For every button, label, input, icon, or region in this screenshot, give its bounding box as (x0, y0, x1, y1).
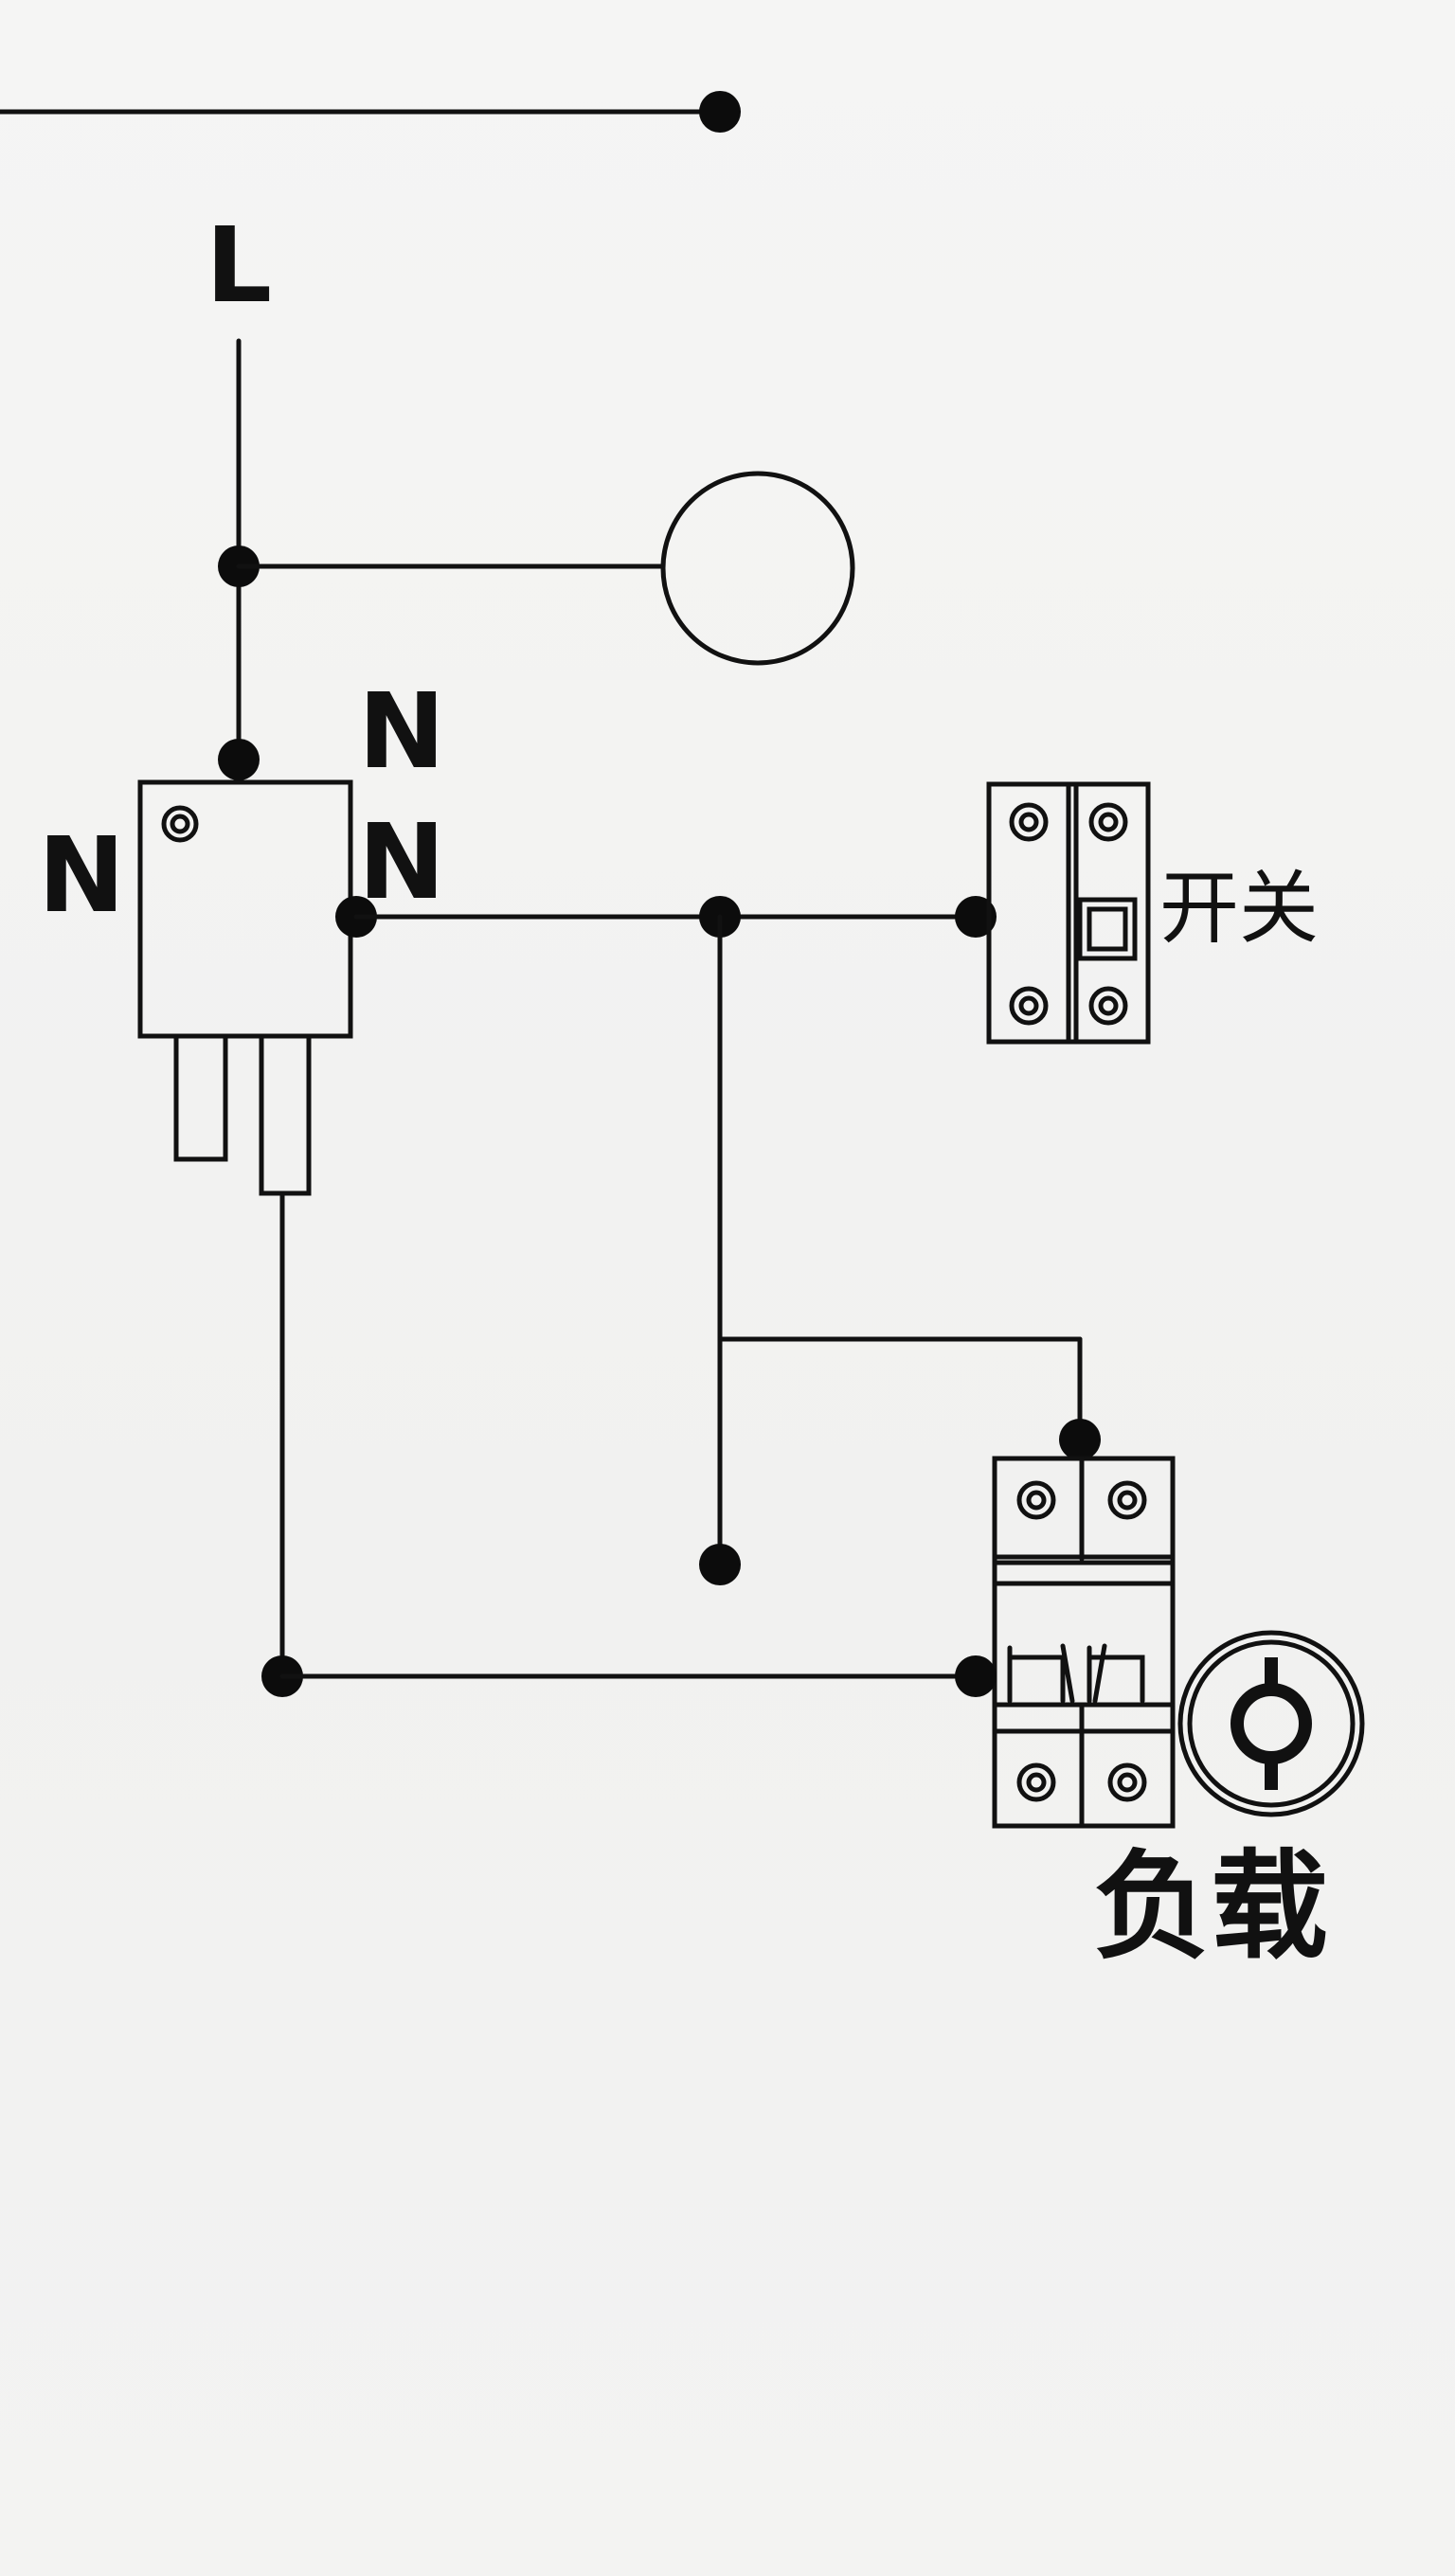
contactor-top-terminal (218, 739, 260, 780)
contactor-leg-left (173, 1033, 228, 1162)
contactor-leg-right (259, 1033, 312, 1196)
neutral-label-top: N (358, 671, 445, 792)
neutral-label-left: N (38, 814, 125, 936)
breaker-module (992, 1456, 1176, 1829)
switch-module (986, 781, 1151, 1045)
load-outlet-icon (1177, 1630, 1365, 1817)
top-wire-terminal (699, 91, 741, 133)
switch-label: 开关 (1159, 862, 1319, 955)
switch-input-terminal (955, 896, 997, 938)
lamp-circle (660, 471, 855, 666)
load-label: 负载 (1093, 1839, 1328, 1976)
contactor-screw-icon (161, 805, 199, 843)
neutral-drop-terminal (699, 1544, 741, 1585)
breaker-input-terminal (955, 1655, 997, 1697)
line-label: L (206, 205, 272, 326)
breaker-top-terminal (1059, 1419, 1101, 1460)
neutral-label-right: N (358, 801, 445, 922)
